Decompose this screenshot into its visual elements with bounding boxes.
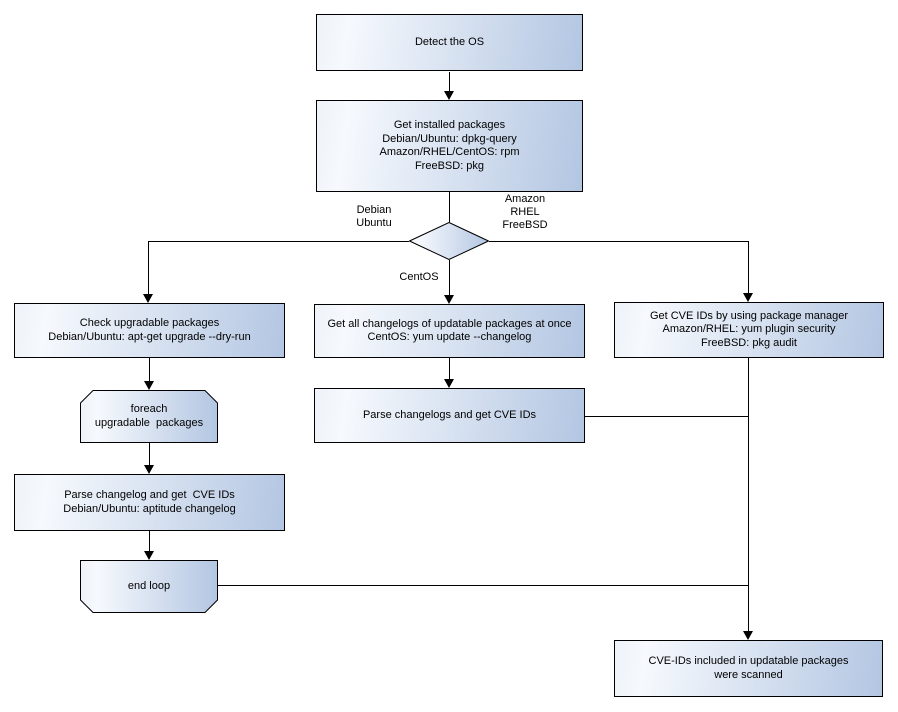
arrowhead-result xyxy=(743,631,753,640)
loop-end-shape xyxy=(80,560,218,613)
node-parse-changelog-debian: Parse changelog and get CVE IDs Debian/U… xyxy=(14,474,285,531)
edge-label-amazon-rhel-freebsd: Amazon RHEL FreeBSD xyxy=(502,193,548,231)
connector-decision-left-horizontal xyxy=(148,241,409,242)
loop-end: end loop xyxy=(80,560,218,613)
arrowhead-foreach xyxy=(144,381,154,390)
node-get-changelogs-centos-label: Get all changelogs of updatable packages… xyxy=(327,317,572,344)
node-check-upgradable-packages-label: Check upgradable packages Debian/Ubuntu:… xyxy=(48,317,251,343)
connector-changelogs-to-parse xyxy=(449,358,450,379)
arrowhead-check-upgradable xyxy=(143,294,153,303)
connector-check-to-foreach xyxy=(149,358,150,381)
arrowhead-end-loop xyxy=(144,551,154,560)
node-parse-changelogs-cve-label: Parse changelogs and get CVE IDs xyxy=(362,408,537,421)
node-check-upgradable-packages: Check upgradable packages Debian/Ubuntu:… xyxy=(14,303,285,358)
node-detect-os-label: Detect the OS xyxy=(414,35,485,48)
node-result-scanned-label: CVE-IDs included in updatable packages w… xyxy=(648,655,849,681)
edge-label-centos: CentOS xyxy=(399,271,439,283)
connector-decision-right-vertical xyxy=(748,241,749,293)
arrowhead-parse-changelog xyxy=(144,465,154,474)
edge-label-debian-ubuntu: Debian Ubuntu xyxy=(356,204,392,229)
loop-start-foreach: foreach upgradable packages xyxy=(80,390,218,443)
node-parse-changelogs-cve: Parse changelogs and get CVE IDs xyxy=(314,388,585,443)
connector-foreach-to-parse xyxy=(149,443,150,465)
connector-decision-down xyxy=(449,260,450,295)
decision-diamond-shape xyxy=(409,222,489,260)
connector-endloop-to-trunk xyxy=(218,585,748,586)
connector-trunk-to-result xyxy=(748,358,749,631)
arrowhead-installed xyxy=(444,91,454,100)
connector-decision-left-vertical xyxy=(148,241,149,294)
loop-start-shape xyxy=(80,390,218,443)
connector-detect-to-installed xyxy=(449,72,450,92)
decision-os-type xyxy=(409,222,489,260)
connector-decision-right-horizontal xyxy=(489,241,748,242)
loop-end-label: end loop xyxy=(127,579,171,592)
node-parse-changelog-debian-label: Parse changelog and get CVE IDs Debian/U… xyxy=(63,489,236,515)
node-get-installed-packages: Get installed packages Debian/Ubuntu: dp… xyxy=(316,100,583,192)
arrowhead-parse-changelogs xyxy=(444,379,454,388)
node-get-installed-packages-label: Get installed packages Debian/Ubuntu: dp… xyxy=(379,119,520,172)
connector-parse-to-endloop xyxy=(149,531,150,551)
node-result-scanned: CVE-IDs included in updatable packages w… xyxy=(614,640,883,697)
loop-start-foreach-label: foreach upgradable packages xyxy=(94,403,204,429)
node-get-cve-pkg-manager: Get CVE IDs by using package manager Ama… xyxy=(614,302,884,358)
arrowhead-get-cve-pkg-manager xyxy=(743,293,753,302)
arrowhead-get-changelogs xyxy=(444,295,454,304)
node-get-changelogs-centos: Get all changelogs of updatable packages… xyxy=(314,304,585,358)
node-get-cve-pkg-manager-label: Get CVE IDs by using package manager Ama… xyxy=(649,309,849,349)
node-detect-os: Detect the OS xyxy=(316,14,583,71)
connector-installed-to-decision xyxy=(449,192,450,222)
connector-parsechangelogs-to-trunk xyxy=(585,416,748,417)
